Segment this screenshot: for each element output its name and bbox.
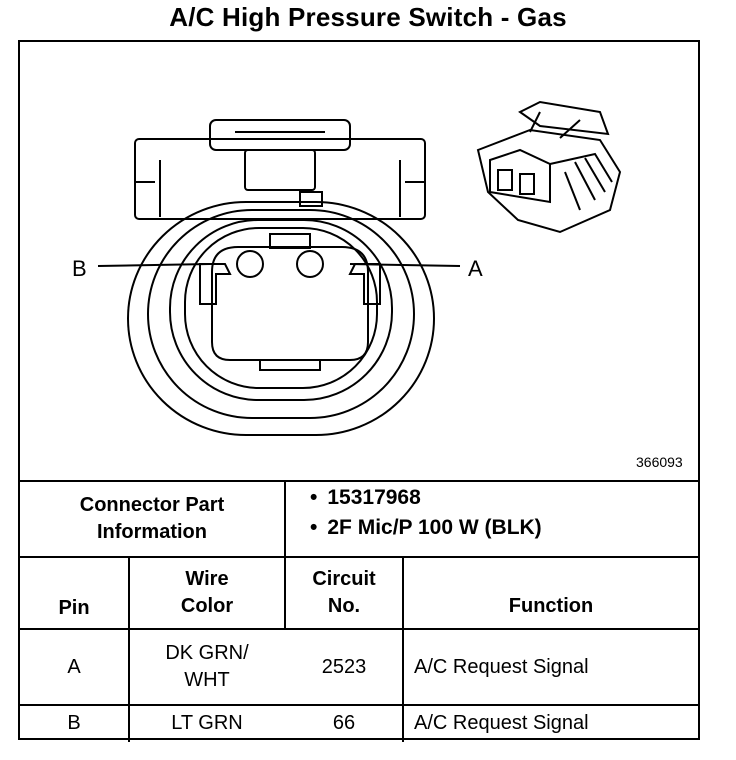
terminal-a bbox=[296, 250, 324, 278]
row-b-wire-color: LT GRN bbox=[171, 711, 243, 734]
row-b-pin: B bbox=[67, 711, 81, 734]
connector-body-outer bbox=[127, 201, 435, 436]
terminal-cavity bbox=[211, 246, 369, 361]
figure-id: 366093 bbox=[636, 454, 683, 470]
connector-body-ring2 bbox=[147, 209, 415, 419]
row-a-wire-line1: DK GRN/ bbox=[165, 642, 249, 664]
table-top-line bbox=[20, 480, 698, 482]
connector-info-label-line2: Information bbox=[97, 521, 207, 543]
header-wire-color: Wire Color bbox=[130, 558, 284, 628]
connector-body-ring3 bbox=[169, 219, 393, 401]
diagram-frame: B A 366093 Connector Part Information 15… bbox=[18, 40, 700, 742]
table-row-divider bbox=[20, 704, 698, 706]
connector-info-label: Connector Part Information bbox=[20, 482, 284, 556]
leader-line-a bbox=[349, 263, 461, 267]
connector-latch-top bbox=[209, 119, 351, 151]
leader-line-b bbox=[97, 263, 211, 267]
connector-body-ring4 bbox=[184, 227, 378, 389]
terminal-b bbox=[236, 250, 264, 278]
connector-info-items: 15317968 2F Mic/P 100 W (BLK) bbox=[310, 483, 542, 543]
connector-perspective-sketch bbox=[476, 100, 622, 234]
connector-description: 2F Mic/P 100 W (BLK) bbox=[310, 513, 541, 543]
row-a-wire-color: DK GRN/ WHT bbox=[130, 630, 284, 704]
table-col-divider-0 bbox=[128, 556, 130, 742]
row-a-circuit: 2523 bbox=[321, 655, 367, 678]
row-a-pin: A bbox=[67, 655, 81, 678]
terminal-clip-b bbox=[199, 263, 232, 305]
connector-part-number: 15317968 bbox=[310, 483, 542, 513]
row-a-wire-line2: WHT bbox=[184, 669, 230, 691]
connector-info-label-line1: Connector Part bbox=[79, 494, 225, 516]
row-b-circuit: 66 bbox=[332, 711, 356, 734]
pin-label-a: A bbox=[468, 256, 483, 281]
header-pin: Pin bbox=[58, 597, 90, 619]
header-circuit: Circuit No. bbox=[286, 558, 402, 628]
table-col-divider-1 bbox=[284, 480, 286, 628]
header-wire-color-line2: Color bbox=[180, 595, 234, 617]
table-header-bottom-line bbox=[20, 628, 698, 630]
table-col-divider-2 bbox=[402, 556, 404, 742]
header-circuit-line2: No. bbox=[327, 595, 361, 617]
header-function: Function bbox=[508, 595, 594, 617]
row-a-function: A/C Request Signal bbox=[414, 655, 589, 678]
connector-face-diagram: B A bbox=[72, 100, 622, 436]
table-header-top-line bbox=[20, 556, 698, 558]
row-b-function: A/C Request Signal bbox=[414, 711, 589, 734]
header-wire-color-line1: Wire bbox=[185, 568, 229, 590]
pin-label-b: B bbox=[72, 256, 87, 281]
header-circuit-line1: Circuit bbox=[312, 568, 376, 590]
page-title: A/C High Pressure Switch - Gas bbox=[169, 2, 567, 32]
